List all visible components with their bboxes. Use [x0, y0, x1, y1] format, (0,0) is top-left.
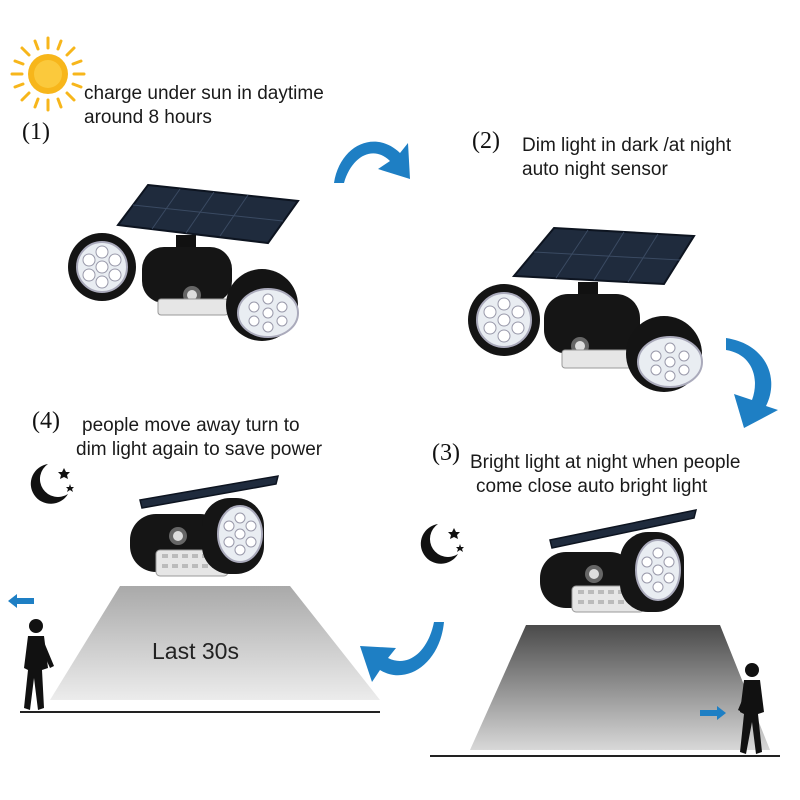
solar-light-fixture — [540, 509, 698, 613]
step-1-line-2: around 8 hours — [84, 107, 212, 128]
step-4-line-2: dim light again to save power — [76, 439, 323, 460]
solar-light-fixture — [468, 226, 703, 392]
step-1-number: (1) — [22, 119, 50, 145]
step-2-line-2: auto night sensor — [522, 159, 668, 180]
step-3-line-1: Bright light at night when people — [470, 452, 741, 473]
curved-arrow-icon — [726, 338, 778, 428]
walking-person-icon — [24, 619, 54, 710]
left-arrow-icon — [8, 594, 34, 608]
step-2-number: (2) — [472, 128, 500, 154]
ground-line — [430, 755, 780, 757]
step-4-line-1: people move away turn to — [82, 415, 300, 436]
step-4-caption: people move away turn to dim light again… — [76, 414, 322, 462]
step-2-line-1: Dim light in dark /at night — [522, 135, 732, 156]
timer-label: Last 30s — [152, 638, 239, 664]
light-beam-bright — [470, 625, 770, 750]
moon-stars-icon — [30, 464, 74, 504]
step-4-number: (4) — [32, 408, 60, 434]
moon-stars-icon — [420, 524, 464, 564]
step-2-caption: Dim light in dark /at night auto night s… — [522, 134, 731, 182]
curved-arrow-icon — [360, 622, 444, 682]
walking-person-icon — [738, 663, 764, 754]
light-beam-dim — [50, 586, 380, 700]
ground-line — [20, 711, 380, 713]
solar-light-fixture — [68, 183, 300, 341]
right-arrow-icon — [700, 706, 726, 720]
solar-light-fixture — [130, 475, 280, 577]
step-3-number: (3) — [432, 440, 460, 466]
sun-icon — [10, 36, 86, 112]
step-1-line-1: charge under sun in daytime — [84, 83, 324, 104]
curved-arrow-icon — [334, 141, 410, 183]
step-1-caption: charge under sun in daytime around 8 hou… — [84, 82, 324, 130]
step-3-caption: Bright light at night when people come c… — [470, 451, 740, 499]
step-3-line-2: come close auto bright light — [476, 476, 708, 497]
